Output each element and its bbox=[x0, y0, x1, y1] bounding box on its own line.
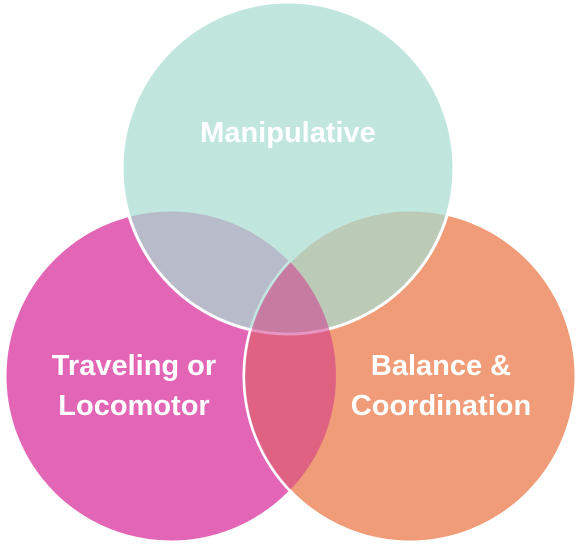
balance-label: Balance & Coordination bbox=[336, 346, 546, 426]
traveling-label-line-2: Locomotor bbox=[58, 390, 210, 422]
manipulative-label: Manipulative bbox=[188, 113, 388, 153]
traveling-label-line-1: Traveling or bbox=[51, 350, 217, 382]
manipulative-label-line-1: Manipulative bbox=[200, 117, 376, 149]
balance-label-line-2: Coordination bbox=[350, 390, 532, 422]
traveling-label: Traveling or Locomotor bbox=[34, 346, 234, 426]
balance-label-line-1: Balance & bbox=[370, 350, 512, 382]
